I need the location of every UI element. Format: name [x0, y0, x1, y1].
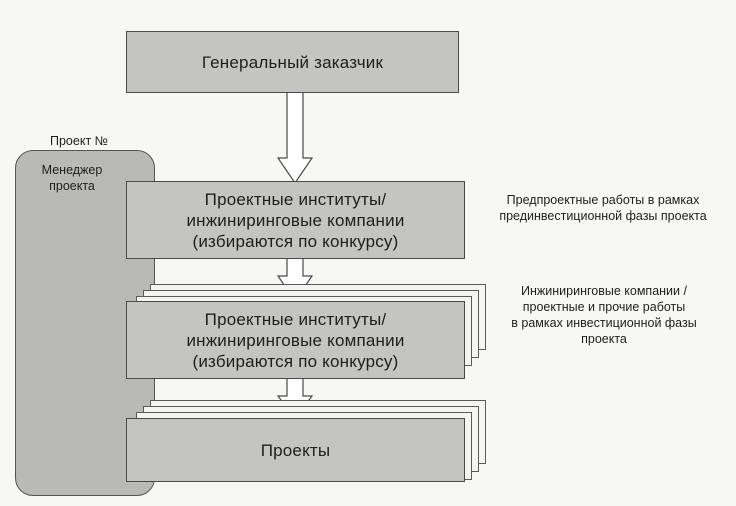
- level1-line-2: инжиниринговые компании: [186, 210, 405, 230]
- engineering-box-level-2: Проектные институты/ инжиниринговые комп…: [126, 301, 465, 379]
- investment-phase-note: Инжиниринговые компании / проектные и пр…: [486, 283, 722, 347]
- investment-phase-note-line-4: проекта: [581, 332, 627, 346]
- project-manager-label-line-1: Менеджер: [41, 163, 103, 177]
- projects-box: Проекты: [126, 418, 465, 482]
- project-manager-label-line-2: проекта: [49, 179, 95, 193]
- level1-line-3: (избираются по конкурсу): [192, 231, 399, 251]
- institutes-text-level-1: Проектные институты/ инжиниринговые комп…: [186, 189, 404, 252]
- project-number-label: Проект №: [50, 134, 109, 148]
- general-customer-text: Генеральный заказчик: [201, 52, 384, 72]
- level2-line-3: (избираются по конкурсу): [192, 351, 399, 371]
- general-customer-box: Генеральный заказчик: [126, 31, 459, 93]
- projects-text: Проекты: [260, 440, 331, 460]
- level2-line-1: Проектные институты/: [204, 309, 387, 329]
- pre-investment-note-line-2: прединвестиционной фазы проекта: [499, 209, 707, 223]
- investment-phase-note-line-1: Инжиниринговые компании /: [521, 284, 687, 298]
- pre-investment-note: Предпроектные работы в рамках прединвест…: [472, 192, 734, 224]
- investment-phase-note-line-2: проектные и прочие работы: [522, 300, 686, 314]
- pre-investment-note-line-1: Предпроектные работы в рамках: [506, 193, 700, 207]
- arrow-customer-to-institutes: [276, 91, 314, 185]
- level2-line-2: инжиниринговые компании: [186, 330, 405, 350]
- level1-line-1: Проектные институты/: [204, 189, 387, 209]
- institutes-box-level-1: Проектные институты/ инжиниринговые комп…: [126, 181, 465, 259]
- engineering-text-level-2: Проектные институты/ инжиниринговые комп…: [186, 309, 404, 372]
- investment-phase-note-line-3: в рамках инвестиционной фазы: [511, 316, 697, 330]
- project-manager-label: Менеджер проекта: [40, 162, 104, 194]
